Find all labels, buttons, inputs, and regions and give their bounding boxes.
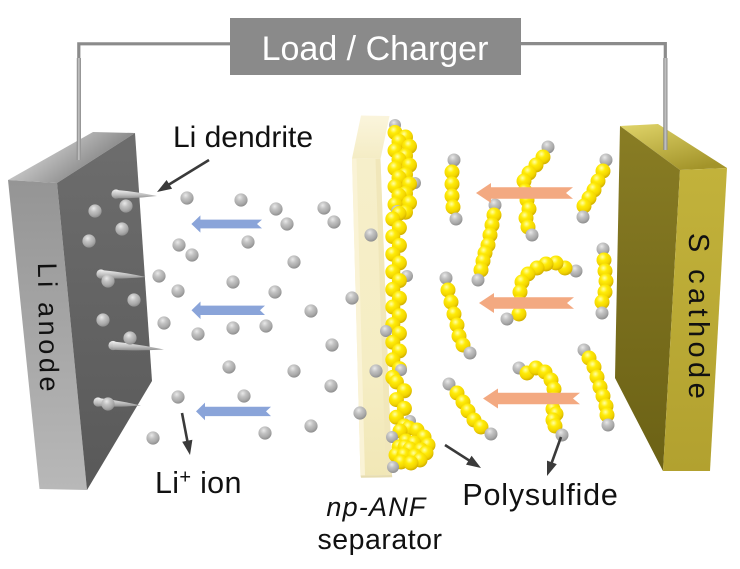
svg-text:Load / Charger: Load / Charger: [262, 30, 489, 68]
svg-text:Polysulfide: Polysulfide: [462, 478, 618, 512]
svg-text:separator: separator: [318, 524, 443, 556]
svg-text:Li+ ion: Li+ ion: [155, 466, 242, 500]
svg-text:S cathode: S cathode: [682, 233, 714, 403]
svg-text:Li dendrite: Li dendrite: [173, 121, 313, 154]
svg-text:Li anode: Li anode: [32, 262, 64, 395]
svg-text:np-ANF: np-ANF: [326, 492, 427, 522]
